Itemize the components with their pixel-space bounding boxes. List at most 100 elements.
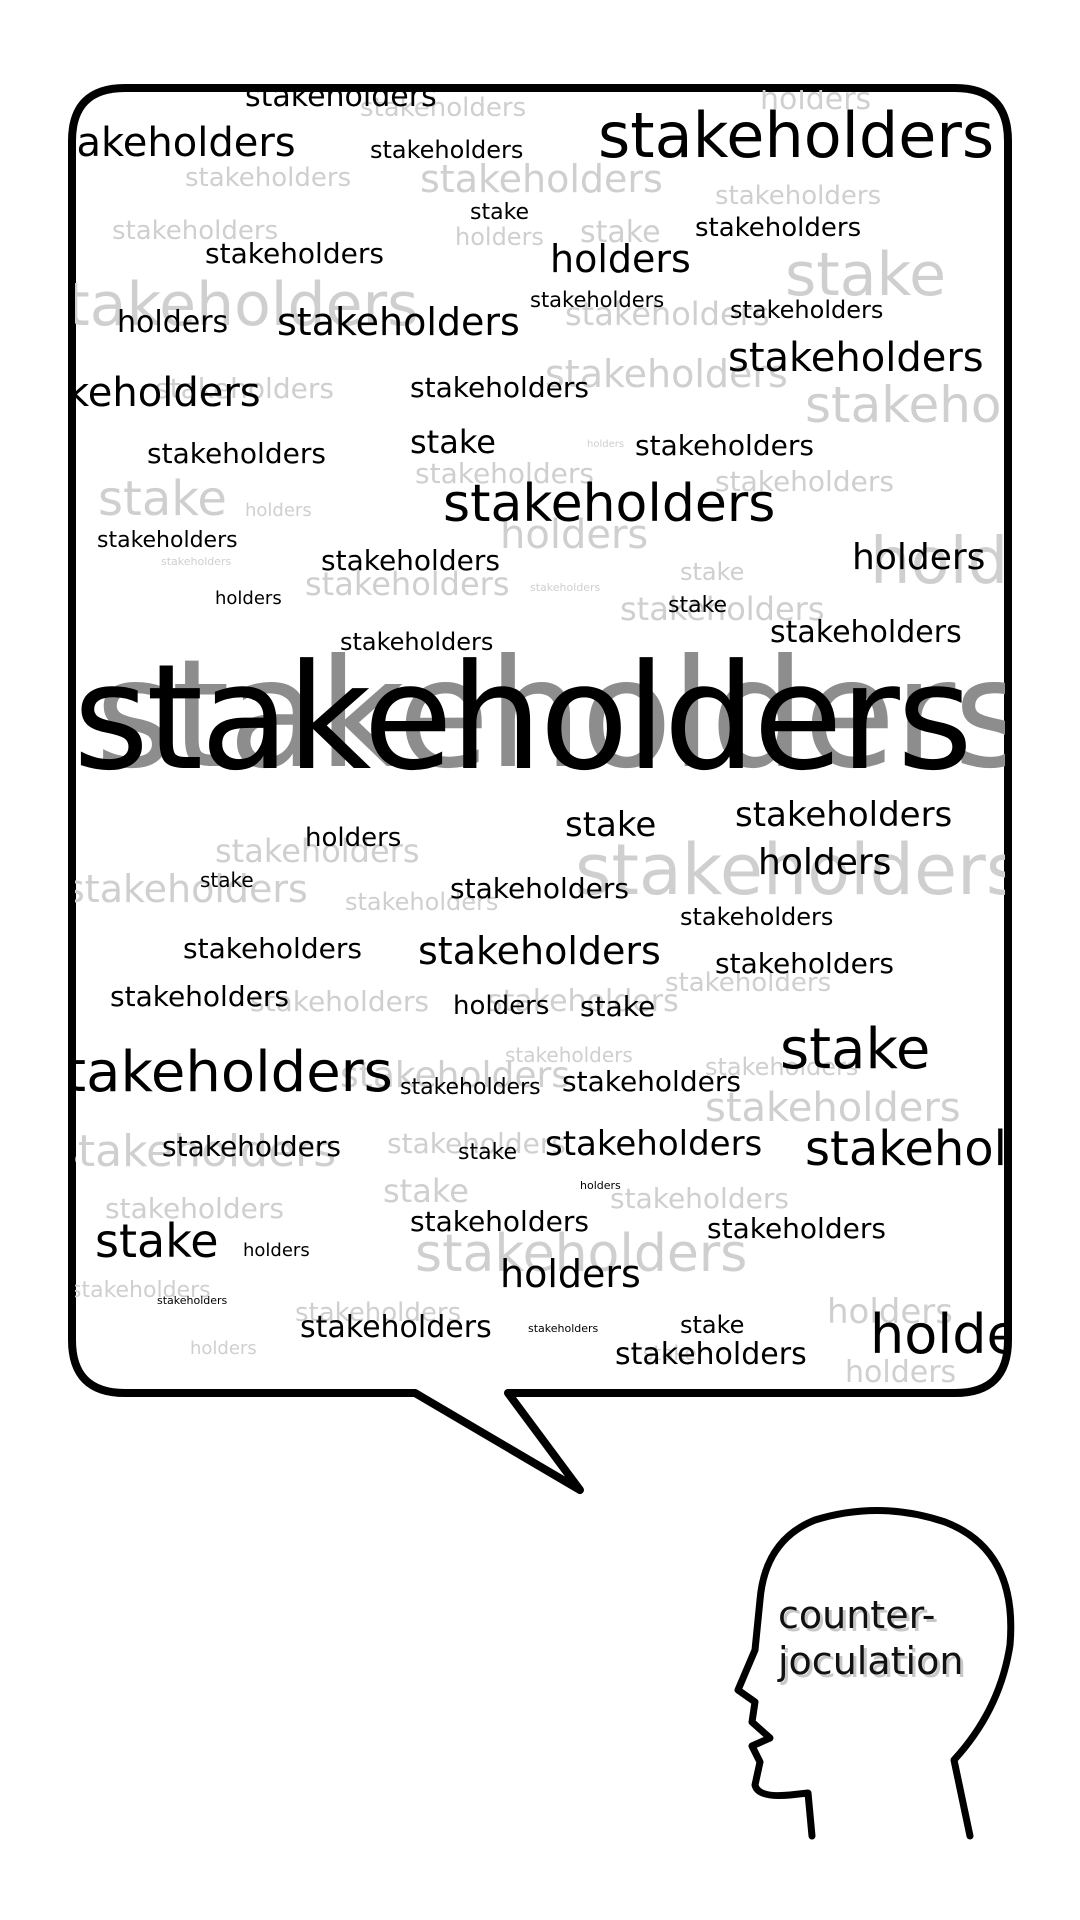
- word: stakeholders: [635, 429, 814, 462]
- word: holders: [500, 512, 649, 558]
- word: stakeholders: [183, 932, 362, 965]
- word: stakeholders: [161, 555, 232, 568]
- word: stakeholders: [295, 1298, 462, 1328]
- word: stakeholders: [730, 296, 884, 324]
- word: stake: [200, 868, 254, 892]
- word: stakeholders: [805, 376, 1005, 434]
- word: stakeholders: [110, 980, 289, 1013]
- word: stakeholders: [728, 335, 984, 381]
- word: stakeholders: [528, 1322, 599, 1335]
- word: stakeholders: [735, 795, 953, 835]
- word: stakeholders: [185, 163, 352, 193]
- word-cloud: stakeholders holders stakeholders stakeh…: [75, 90, 1005, 1396]
- word: holders: [500, 1252, 641, 1296]
- word: stakeholders: [75, 1040, 393, 1105]
- word: stakeholders: [545, 352, 788, 396]
- word: stakeholders: [420, 157, 663, 201]
- word: holders: [453, 991, 550, 1021]
- word: stakeholders: [770, 615, 962, 650]
- word: stakeholders: [162, 1130, 341, 1163]
- word: stake: [643, 1341, 697, 1365]
- word: stake: [98, 471, 227, 527]
- word: stake: [458, 1140, 518, 1165]
- word: stake: [680, 558, 745, 586]
- word: stake: [680, 1311, 745, 1339]
- word: stakeholders: [105, 1192, 284, 1225]
- word: holders: [190, 1338, 257, 1359]
- word: holders: [845, 1355, 957, 1390]
- head-label-line-1: counter-: [778, 1593, 936, 1637]
- word: stakeholders: [387, 1127, 566, 1160]
- word: stakeholders: [400, 1075, 541, 1100]
- word: stakeholders: [665, 968, 832, 998]
- word: stakeholders: [370, 136, 524, 164]
- word: stake: [95, 1214, 219, 1268]
- word: stakeholders: [598, 99, 995, 172]
- word: holders: [243, 1240, 310, 1261]
- word: stakeholders: [487, 984, 679, 1019]
- word: stakeholders: [75, 1126, 337, 1177]
- word: holders: [580, 1179, 621, 1192]
- word: stakeholders: [75, 370, 261, 416]
- word: stakeholders: [680, 903, 834, 931]
- word: stakeholders: [615, 1337, 807, 1372]
- word: stake: [470, 200, 530, 225]
- word: holders: [215, 588, 282, 609]
- word: stakeholders: [157, 1294, 228, 1307]
- word: stakeholders: [245, 90, 437, 114]
- word: stakeholders: [321, 544, 500, 577]
- word: stakeholders: [205, 237, 384, 270]
- word: stakeholders: [610, 1182, 789, 1215]
- word: stakeholders: [410, 371, 589, 404]
- word: stakeholders: [147, 437, 326, 470]
- word: stakeholders: [345, 888, 499, 916]
- word: holders: [870, 525, 1005, 599]
- word: stakeholders: [443, 474, 776, 534]
- word: stakeholders: [565, 295, 770, 333]
- word: stakeholders: [707, 1212, 886, 1245]
- word: stake: [580, 215, 661, 250]
- word: stakeholders: [620, 590, 825, 628]
- word: holders: [455, 223, 544, 251]
- word: stakeholders: [97, 528, 238, 553]
- word: stakeholders: [340, 1055, 571, 1096]
- word: stakeholders: [305, 565, 510, 603]
- word: stakeholders: [562, 1065, 741, 1098]
- word: holders: [760, 90, 872, 117]
- word: stakeholders: [715, 947, 894, 980]
- head-label-line-2: joculation: [778, 1638, 964, 1683]
- word: stake: [565, 805, 657, 845]
- word: stakeholders: [112, 216, 279, 246]
- word: stakeholders: [75, 867, 308, 911]
- centerpiece-word-shadow: stakeholders: [95, 628, 1005, 802]
- word: stake: [780, 1017, 931, 1082]
- word: stakeholders: [695, 213, 862, 243]
- word: holders: [587, 439, 625, 450]
- word: stakeholders: [715, 465, 894, 498]
- word: stakeholders: [418, 929, 661, 973]
- word: stakeholders: [575, 829, 1005, 911]
- word: stakeholders: [530, 581, 601, 594]
- word: stake: [383, 1172, 469, 1210]
- word: stakeholders: [530, 288, 665, 312]
- word: stakeholders: [715, 181, 882, 211]
- word: stakeholders: [75, 270, 419, 340]
- word: stakeholders: [300, 1310, 492, 1345]
- word: stake: [668, 593, 728, 618]
- word: holders: [117, 305, 229, 340]
- word: stakeholders: [545, 1124, 763, 1164]
- word: holders: [305, 823, 402, 853]
- word: stakeholders: [410, 1205, 589, 1238]
- word: stakeholders: [340, 628, 494, 656]
- speech-bubble-outline: [68, 84, 1012, 1494]
- word: stakeholders: [75, 120, 296, 166]
- centerpiece-word: stakeholders: [75, 633, 973, 803]
- word: stakeholders: [505, 1043, 633, 1067]
- word: stakeholders: [415, 1224, 748, 1284]
- word: holders: [852, 537, 986, 578]
- word: holders: [550, 237, 691, 281]
- word: holders: [827, 1292, 953, 1332]
- word: stakeholders: [75, 1278, 211, 1303]
- word: stakeholders: [705, 1085, 961, 1131]
- word: stakeholders: [250, 985, 429, 1018]
